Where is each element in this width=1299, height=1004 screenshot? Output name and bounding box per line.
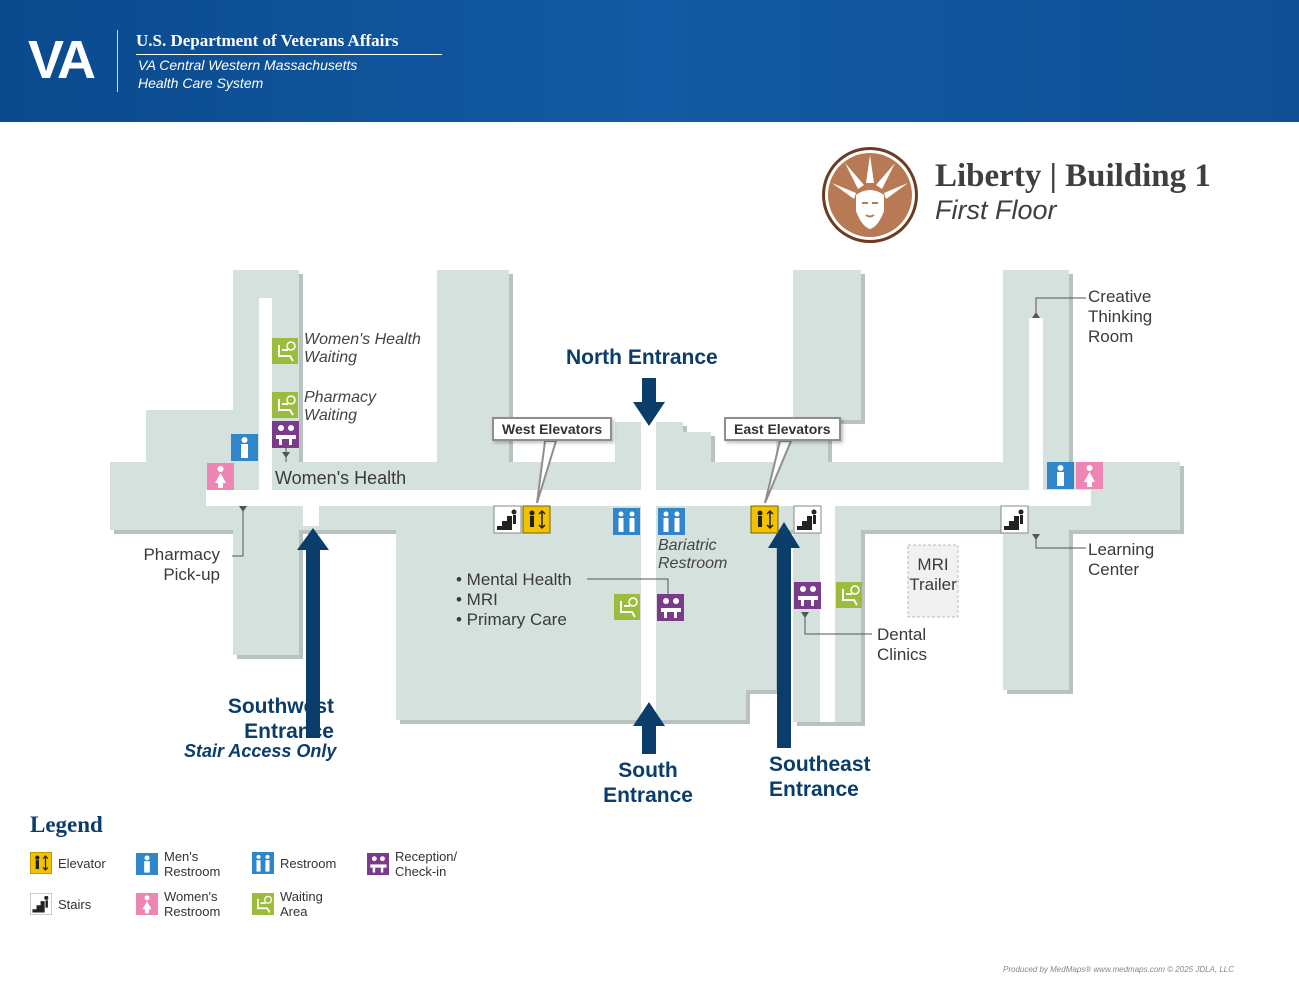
waiting-area-icon (836, 582, 862, 608)
womens-restroom-icon (1076, 462, 1103, 489)
bariatric-restroom-label-line1: Bariatric (658, 537, 717, 554)
creative-thinking-room-label-line3: Room (1088, 327, 1134, 346)
stairs-icon (793, 505, 822, 534)
south-entrance-label-line2: Entrance (603, 784, 693, 807)
reception-icon (272, 421, 299, 448)
mri-trailer-label-line2: Trailer (909, 575, 957, 594)
bariatric-restroom-label-line2: Restroom (658, 555, 728, 572)
stairs-icon (1000, 505, 1029, 534)
womens-restroom-icon (136, 893, 158, 915)
learning-center-label-line2: Center (1088, 560, 1140, 579)
womens-restroom-icon (207, 463, 234, 490)
mri-trailer-box (907, 544, 959, 618)
restroom-icon (613, 508, 640, 535)
elevator-icon (30, 852, 52, 874)
stairs-icon (493, 505, 522, 534)
reception-icon (657, 594, 684, 621)
health-system-line1: VA Central Western Massachusetts (138, 57, 358, 73)
primary-care-label: • Primary Care (456, 610, 567, 629)
womens-health-label: Women's Health (275, 468, 407, 488)
legend-item-mens-restroom: Men's Restroom (136, 849, 220, 879)
pharmacy-pickup-label-line1: Pharmacy (143, 545, 220, 564)
east-elevators-callout: East Elevators (724, 417, 841, 441)
reception-icon (367, 853, 389, 875)
legend-label: Men's Restroom (164, 849, 221, 879)
legend-label: Waiting Area (280, 889, 323, 919)
waiting-area-icon (272, 338, 298, 364)
legend-label: Restroom (280, 855, 337, 871)
legend-item-womens-restroom: Women's Restroom (136, 889, 220, 919)
womens-health-waiting-label-line2: Waiting (304, 349, 358, 366)
north-entrance-label: North Entrance (566, 346, 718, 369)
elevator-icon (522, 505, 551, 534)
legend-item-reception: Reception/ Check-in (367, 849, 457, 879)
legend-label: Reception/ Check-in (395, 849, 458, 879)
learning-center-label-line1: Learning (1088, 540, 1155, 559)
va-logo: VA (28, 30, 96, 90)
waiting-area-icon (614, 594, 640, 620)
mental-health-label: • Mental Health (456, 570, 572, 589)
creative-thinking-room-label-line2: Thinking (1088, 307, 1153, 326)
legend-label: Women's Restroom (164, 889, 221, 919)
pharmacy-pickup-label-line2: Pick-up (163, 565, 220, 584)
pharmacy-waiting-label-line2: Waiting (304, 407, 358, 424)
southwest-entrance-note: Stair Access Only (184, 741, 337, 761)
legend-item-stairs: Stairs (30, 893, 91, 915)
health-system-line2: Health Care System (138, 75, 264, 91)
legend-item-restroom: Restroom (252, 852, 336, 874)
southeast-entrance-label-line2: Entrance (769, 778, 859, 801)
restroom-icon (252, 852, 274, 874)
southeast-entrance-label-line1: Southeast (769, 753, 871, 776)
womens-health-waiting-label-line1: Women's Health (304, 331, 421, 348)
reception-icon (794, 582, 821, 609)
south-entrance-label-line1: South (618, 759, 678, 782)
department-name: U.S. Department of Veterans Affairs (136, 31, 442, 55)
waiting-area-icon (272, 392, 298, 418)
mri-label: • MRI (456, 590, 498, 609)
building-title: Liberty | Building 1 (935, 158, 1211, 194)
legend-item-elevator: Elevator (30, 852, 106, 874)
restroom-icon (658, 508, 685, 535)
mens-restroom-icon (1047, 462, 1074, 489)
statue-of-liberty-icon (822, 147, 918, 243)
west-elevators-callout: West Elevators (492, 417, 613, 441)
legend-title: Legend (30, 812, 103, 837)
map-icons (207, 338, 1103, 621)
pharmacy-waiting-label-line1: Pharmacy (304, 389, 377, 406)
creative-thinking-room-label-line1: Creative (1088, 287, 1152, 306)
legend-label: Stairs (58, 896, 92, 912)
footer-credit: Produced by MedMaps® www.medmaps.com © 2… (1003, 965, 1234, 974)
stairs-icon (30, 893, 52, 915)
legend-item-waiting-area: Waiting Area (252, 889, 323, 919)
callout-pointers (536, 440, 793, 504)
corridors (206, 298, 1091, 722)
elevator-icon (750, 505, 779, 534)
waiting-area-icon (252, 893, 274, 915)
legend-label: Elevator (58, 855, 106, 871)
floor-title: First Floor (935, 195, 1057, 225)
mri-trailer-label-line1: MRI (917, 555, 949, 574)
southwest-entrance-label-line2: Entrance (244, 720, 334, 743)
dental-clinics-label-line2: Clinics (877, 645, 928, 664)
header-banner: VA U.S. Department of Veterans Affairs V… (0, 0, 1299, 122)
entrance-arrows (297, 378, 800, 754)
mens-restroom-icon (136, 853, 158, 875)
southwest-entrance-label-line1: Southwest (227, 695, 334, 718)
dental-clinics-label-line1: Dental (877, 625, 927, 644)
header-divider (117, 30, 118, 92)
mens-restroom-icon (231, 434, 258, 461)
